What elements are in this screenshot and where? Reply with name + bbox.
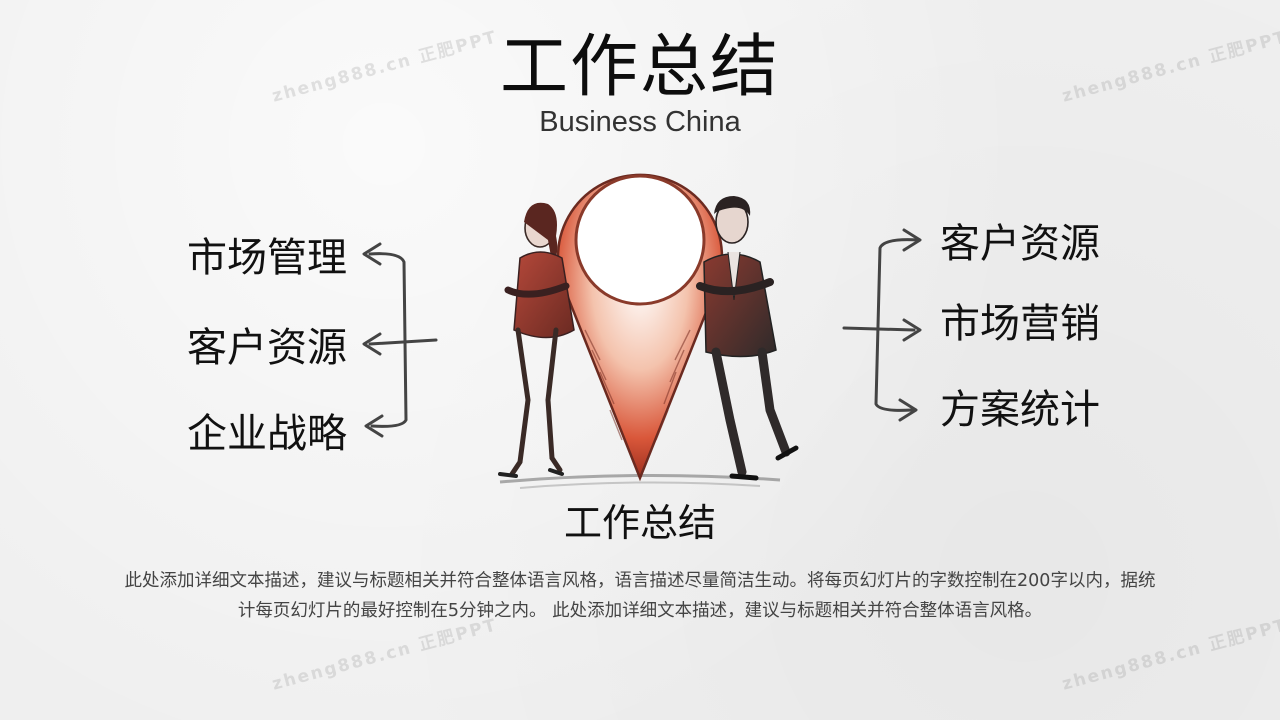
page-subtitle: Business China — [539, 106, 741, 138]
left-item-1: 市场管理 — [187, 235, 347, 281]
description-text: 此处添加详细文本描述，建议与标题相关并符合整体语言风格，语言描述尽量简洁生动。将… — [124, 571, 1156, 621]
arrow-icon — [362, 332, 382, 356]
left-item-2: 客户资源 — [187, 325, 347, 371]
arrow-icon — [898, 398, 918, 422]
right-bracket — [842, 228, 922, 422]
left-bracket — [362, 242, 438, 438]
arrow-icon — [902, 318, 922, 342]
arrow-icon — [362, 242, 382, 266]
page-title: 工作总结 — [499, 28, 780, 107]
businessman-figure — [696, 196, 799, 481]
center-caption: 工作总结 — [563, 501, 716, 545]
arrow-icon — [364, 414, 384, 438]
right-item-1: 客户资源 — [940, 221, 1100, 267]
right-item-2: 市场营销 — [940, 301, 1100, 347]
businesswoman-figure — [498, 202, 575, 478]
location-pin-with-business-people-icon — [498, 173, 799, 489]
right-item-3: 方案统计 — [940, 387, 1100, 433]
left-item-3: 企业战略 — [187, 411, 347, 457]
arrow-icon — [902, 228, 922, 252]
